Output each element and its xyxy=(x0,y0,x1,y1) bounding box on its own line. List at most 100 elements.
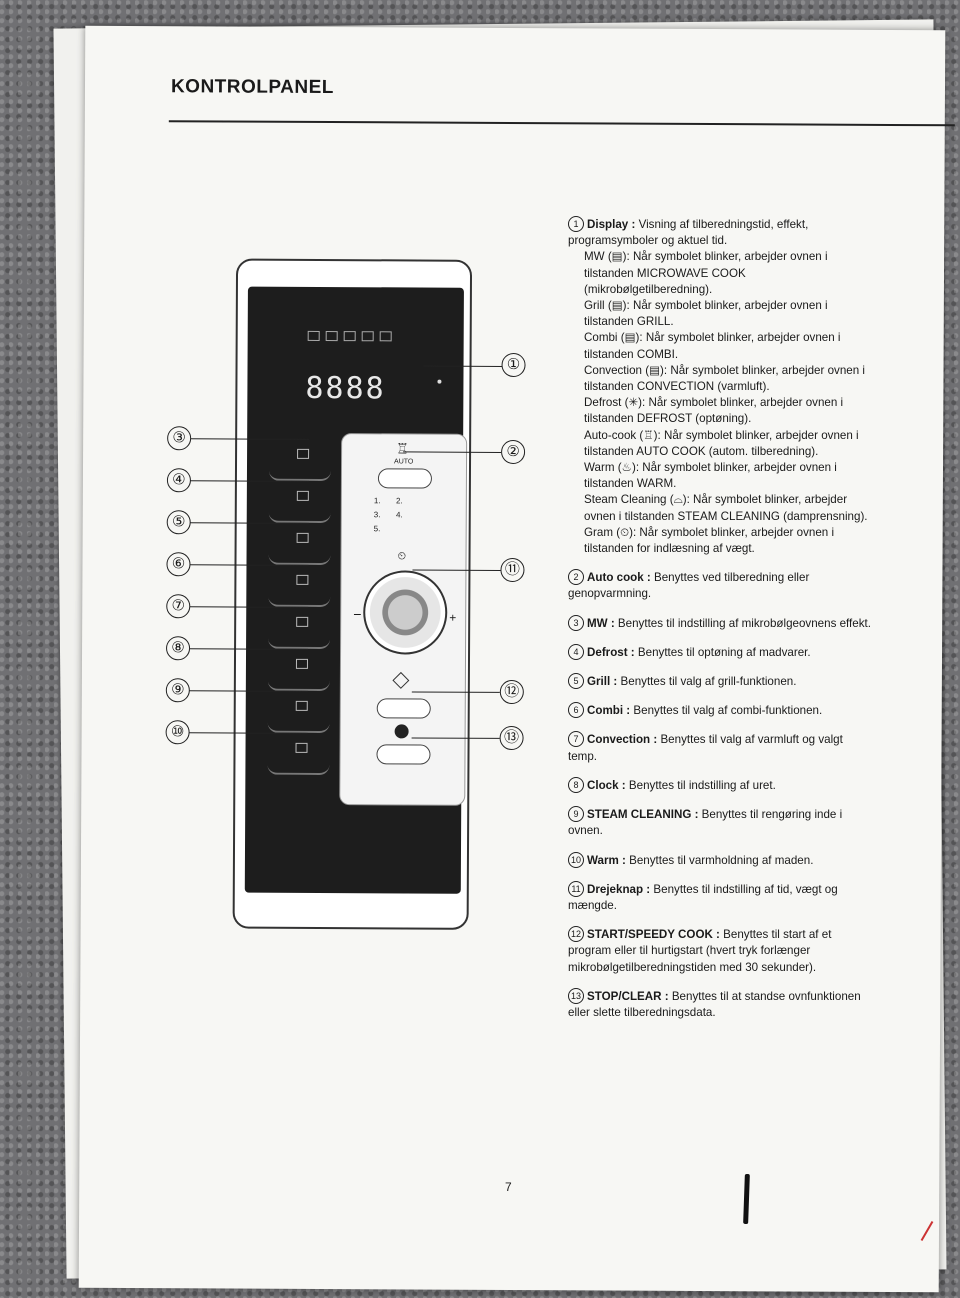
callout-9: ⑨ xyxy=(165,678,190,703)
callout-7: ⑦ xyxy=(166,594,191,619)
item-title: Convection : xyxy=(587,733,658,747)
defrost-icon xyxy=(296,490,309,501)
item-title: STEAM CLEANING : xyxy=(587,808,699,822)
display-icon xyxy=(343,331,356,342)
display-sub-defrost: Defrost (✳): Når symbolet blinker, arbej… xyxy=(584,396,844,426)
callout-11: ⑪ xyxy=(500,557,525,583)
item-number: 11 xyxy=(568,880,584,897)
convection-icon xyxy=(296,616,309,627)
mw-icon xyxy=(297,448,310,459)
display-sub-convection: Convection (▤): Når symbolet blinker, ar… xyxy=(584,363,865,394)
item-text: Benyttes til varmholdning af maden. xyxy=(629,853,814,867)
clock-icon xyxy=(295,658,308,669)
callout-5: ⑤ xyxy=(166,510,191,535)
item-number: 12 xyxy=(568,926,584,943)
auto-label: AUTO xyxy=(394,458,414,466)
right-control-section: ♖ AUTO 1. 2. 3. 4. 5. ⏲ − + xyxy=(339,433,468,806)
display-sub-mw: MW (▤): Når symbolet blinker, arbejder o… xyxy=(584,250,828,296)
display-digits: 8888 xyxy=(305,370,386,407)
item-title: Warm : xyxy=(587,853,626,867)
item-text: Benyttes til start af et program eller t… xyxy=(568,928,832,974)
item-number: 2 xyxy=(568,569,584,586)
callout-4: ④ xyxy=(166,468,191,493)
item-number: 8 xyxy=(568,776,584,793)
steam-cleaning-button xyxy=(267,718,330,734)
auto-program-4: 4. xyxy=(395,510,403,520)
chef-hat-icon: ♖ xyxy=(396,440,409,457)
display-sub-gram: Gram (⏲): Når symbolet blinker, arbejder… xyxy=(584,525,835,556)
defrost-button xyxy=(268,508,331,524)
item-text: Benyttes til valg af varmluft og valgt t… xyxy=(568,733,843,763)
callout-3: ③ xyxy=(167,426,192,451)
callout-6: ⑥ xyxy=(166,552,191,577)
dial-plus: + xyxy=(449,610,457,625)
mw-button xyxy=(268,466,332,482)
item-number: 10 xyxy=(568,851,584,868)
callout-10: ⑩ xyxy=(165,720,190,745)
callout-8: ⑧ xyxy=(165,636,191,661)
item-title: Defrost : xyxy=(587,645,635,659)
item-text: Benyttes til indstilling af mikrobølgeov… xyxy=(617,616,871,630)
display-icon xyxy=(307,330,320,341)
auto-cook-button xyxy=(377,468,432,489)
item-text: Benyttes ved tilberedning eller genopvar… xyxy=(568,571,810,601)
stop-circle-icon xyxy=(394,724,409,739)
steam-cleaning-icon xyxy=(295,700,308,711)
rotary-dial xyxy=(363,570,448,655)
panel-dark-face: 8888 ♖ AUTO 1. xyxy=(244,286,468,894)
display-icon xyxy=(379,331,392,342)
item-number: 3 xyxy=(568,614,584,631)
display-dot xyxy=(437,379,442,384)
callout-1: ① xyxy=(501,352,526,378)
display-sub-autocook: Auto-cook (♖): Når symbolet blinker, arb… xyxy=(584,428,859,458)
grill-button xyxy=(268,550,331,566)
item-title: MW : xyxy=(587,616,615,630)
start-button xyxy=(376,698,431,719)
callout-2: ② xyxy=(501,439,526,465)
auto-program-list: 1. 2. 3. 4. 5. xyxy=(374,494,403,536)
callout-12: ⑫ xyxy=(499,679,524,705)
grill-icon xyxy=(296,532,309,543)
warm-button xyxy=(267,760,330,776)
item-number: 1 xyxy=(568,216,584,232)
item-text: Benyttes til optøning af madvarer. xyxy=(637,645,811,659)
display-icon xyxy=(361,331,374,342)
callout-13: ⑬ xyxy=(499,725,524,751)
item-title: Drejeknap : xyxy=(587,882,651,896)
item-title: Auto cook : xyxy=(587,571,651,585)
clock-button xyxy=(267,676,330,692)
item-title: START/SPEEDY COOK : xyxy=(587,928,720,942)
combi-button xyxy=(268,592,331,608)
combi-icon xyxy=(296,574,309,585)
stop-button xyxy=(376,744,431,765)
item-number: 7 xyxy=(568,731,584,748)
item-title: STOP/CLEAR : xyxy=(587,989,669,1003)
item-text: Benyttes til at standse ovnfunktionen el… xyxy=(568,989,861,1019)
auto-program-5: 5. xyxy=(373,524,381,534)
timer-icon: ⏲ xyxy=(397,550,407,563)
start-diamond-icon xyxy=(392,671,410,689)
title-rule xyxy=(168,120,955,127)
item-number: 4 xyxy=(568,643,584,660)
display-sub-grill: Grill (▤): Når symbolet blinker, arbejde… xyxy=(584,299,828,329)
display-sub-warm: Warm (♨): Når symbolet blinker, arbejder… xyxy=(584,461,837,491)
item-number: 13 xyxy=(568,987,584,1004)
item-title: Grill : xyxy=(587,675,618,689)
display-sub-combi: Combi (▤): Når symbolet blinker, arbejde… xyxy=(584,331,841,361)
page-number: 7 xyxy=(505,1180,512,1194)
page-title: KONTROLPANEL xyxy=(170,76,334,99)
item-number: 9 xyxy=(568,806,584,823)
auto-program-1: 1. xyxy=(373,496,381,506)
display-sub-steam: Steam Cleaning (⌓): Når symbolet blinker… xyxy=(584,493,868,523)
